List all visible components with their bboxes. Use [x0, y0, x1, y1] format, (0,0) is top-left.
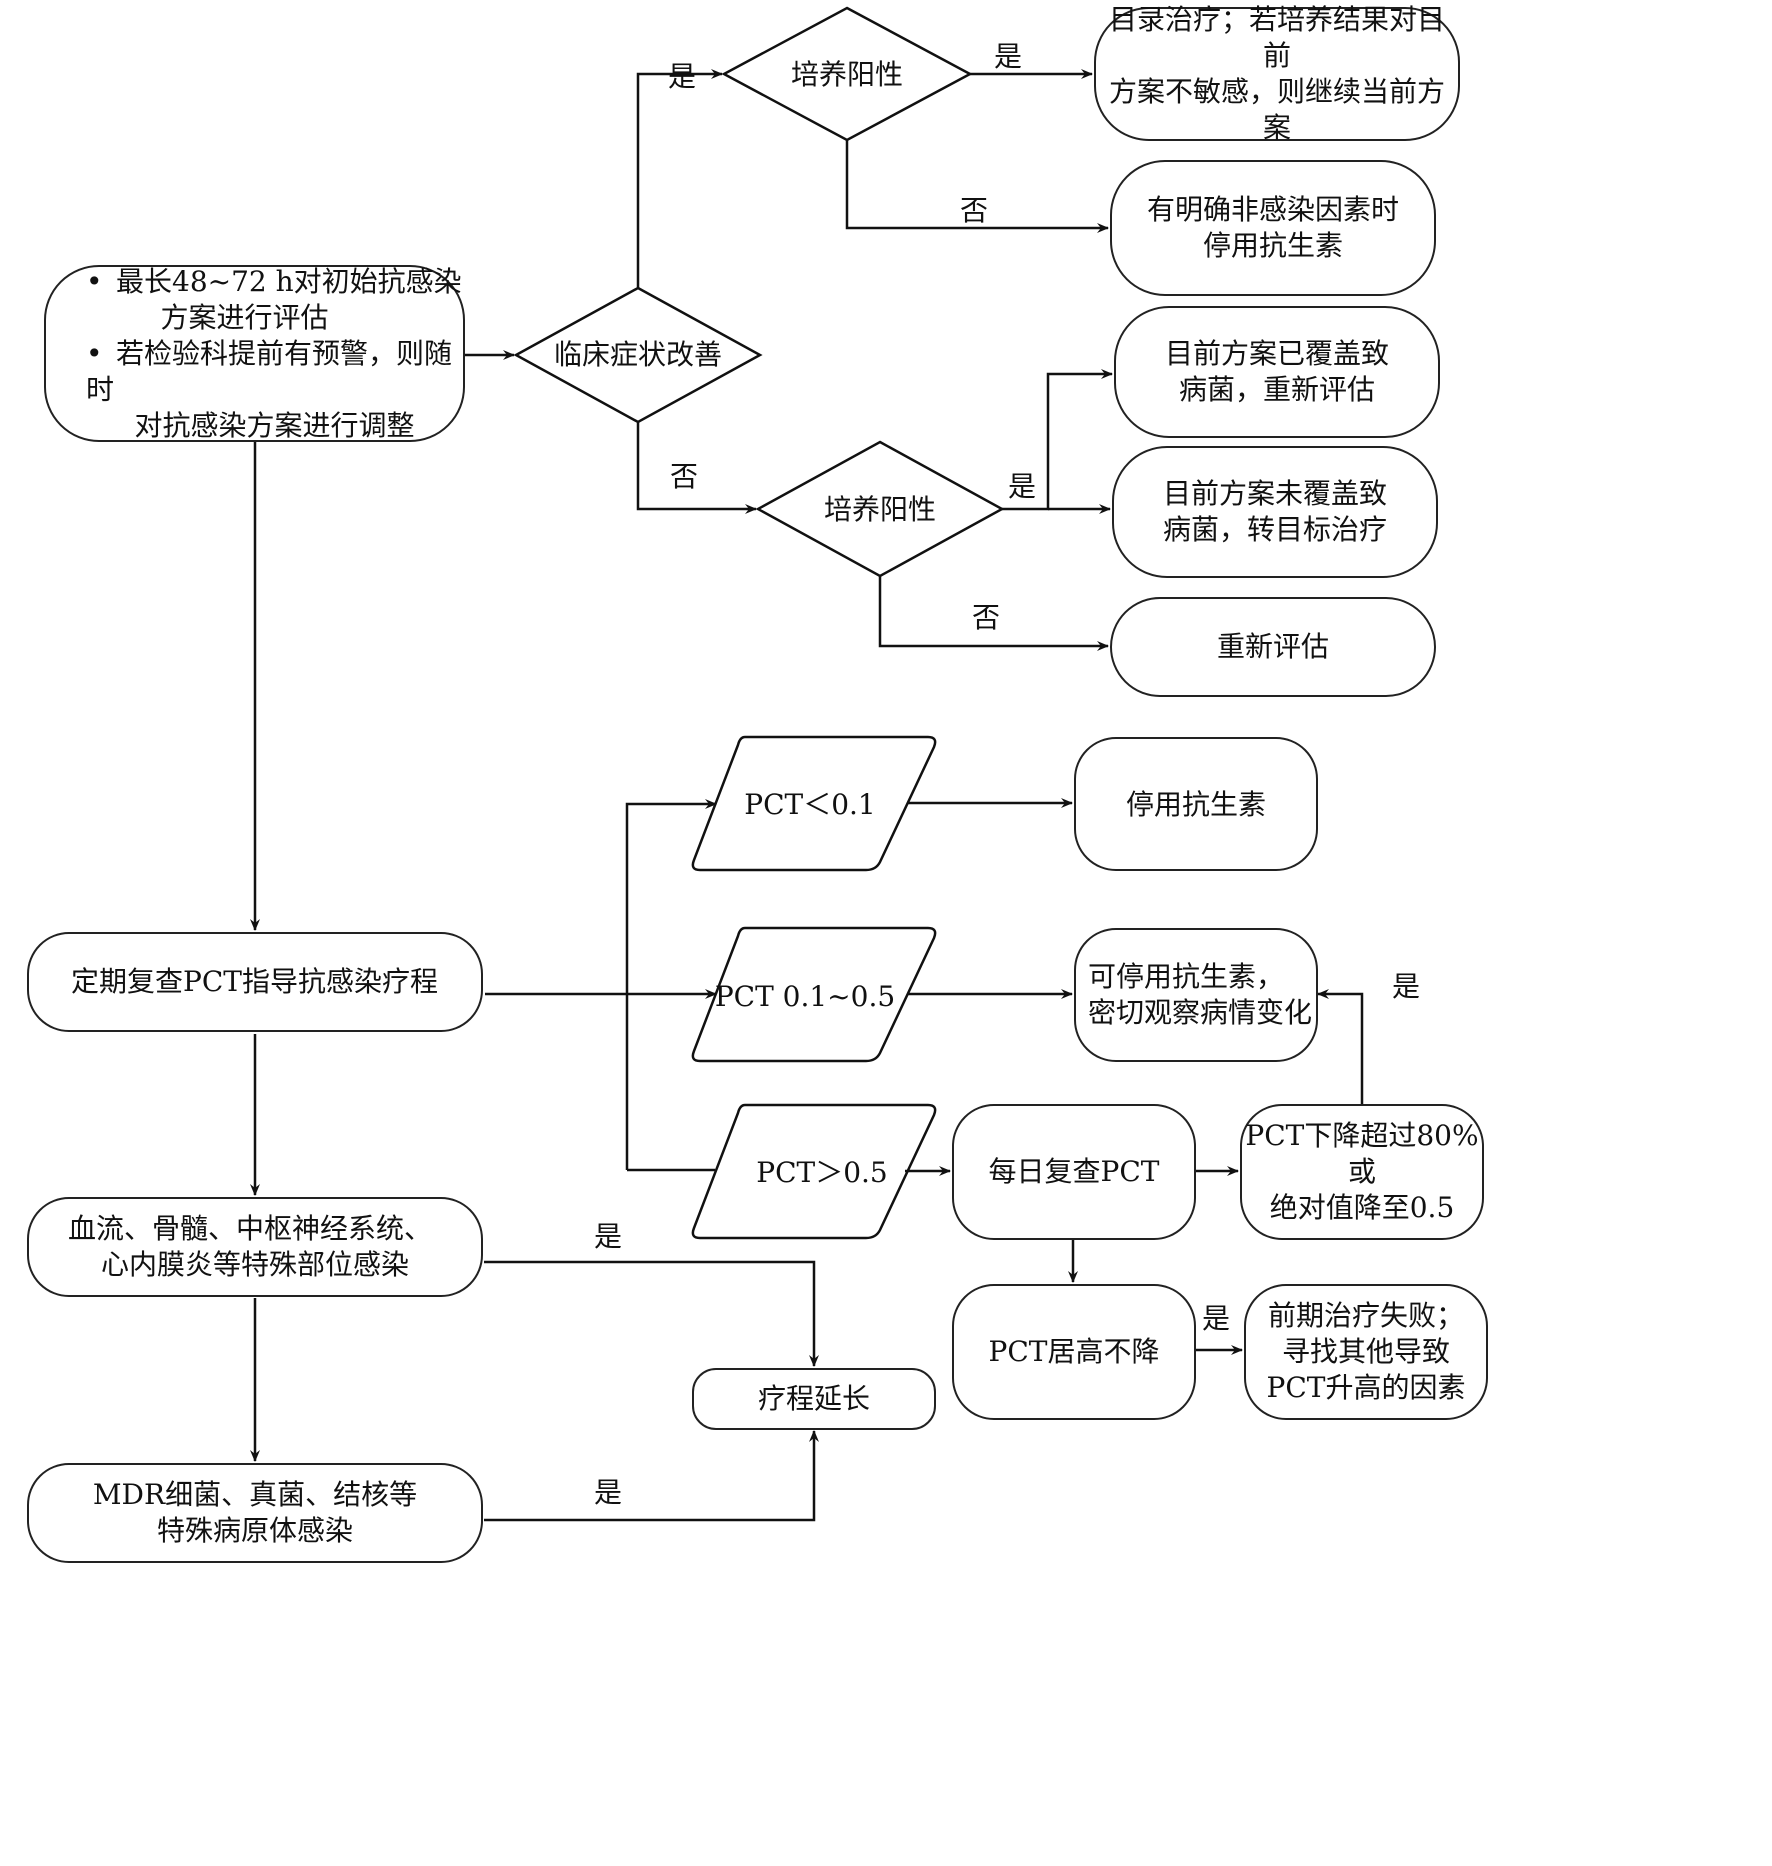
prolong-course-box: 疗程延长	[692, 1368, 936, 1430]
label-improved-yes: 是	[668, 60, 697, 93]
label-special-pathogen-yes: 是	[594, 1476, 623, 1509]
edge-branch-lt-01	[625, 799, 717, 1170]
targeted-treatment-box: 目录治疗；若培养结果对目前方案不敏感，则继续当前方案	[1094, 3, 1460, 144]
edge-special-site-yes	[484, 1260, 819, 1367]
stop-antibiotics-box: 停用抗生素	[1074, 737, 1318, 871]
label-improved-no: 否	[670, 460, 699, 493]
edge-culture-bottom-yes-covered	[1002, 369, 1113, 511]
decision-clinical-improved: 临床症状改善	[553, 338, 722, 371]
edge-drop-yes-to-may-stop	[1317, 989, 1364, 1104]
reassess-box: 重新评估	[1110, 597, 1436, 697]
pct-guide-box: 定期复查PCT指导抗感染疗程	[27, 932, 483, 1032]
edge-improved-yes	[636, 69, 723, 288]
label-drop-yes: 是	[1392, 970, 1421, 1003]
pct-gt-05-label: PCT＞0.5	[756, 1156, 888, 1189]
pct-lt-01-label: PCT＜0.1	[744, 788, 876, 821]
stop-non-infectious-box: 有明确非感染因素时停用抗生素	[1110, 160, 1436, 296]
not-covered-target-box: 目前方案未覆盖致病菌，转目标治疗	[1112, 446, 1438, 578]
decision-culture-positive-top: 培养阳性	[790, 58, 903, 91]
special-pathogen-box: MDR细菌、真菌、结核等特殊病原体感染	[27, 1463, 483, 1563]
label-high-yes: 是	[1202, 1302, 1231, 1335]
label-culture-top-no: 否	[960, 194, 989, 227]
pct-high-box: PCT居高不降	[952, 1284, 1196, 1420]
parallelogram-pct-01-05	[691, 926, 937, 1063]
edge-improved-no	[636, 422, 757, 514]
label-culture-top-yes: 是	[994, 40, 1023, 73]
bullet-item: •最长48~72 h对初始抗感染 方案进行评估	[86, 264, 462, 334]
pct-01-05-label: PCT 0.1~0.5	[714, 980, 896, 1013]
may-stop-box: 可停用抗生素，密切观察病情变化	[1074, 928, 1318, 1062]
daily-pct-box: 每日复查PCT	[952, 1104, 1196, 1240]
parallelogram-pct-gt-05	[691, 1103, 937, 1240]
special-site-box: 血流、骨髓、中枢神经系统、心内膜炎等特殊部位感染	[27, 1197, 483, 1297]
parallelogram-pct-lt-01	[691, 735, 937, 872]
edge-culture-top-no	[845, 140, 1109, 233]
label-special-site-yes: 是	[594, 1220, 623, 1253]
bullet-item: •若检验科提前有预警，则随时 对抗感染方案进行调整	[86, 336, 453, 442]
covered-reassess-box: 目前方案已覆盖致病菌，重新评估	[1114, 306, 1440, 438]
label-culture-bottom-yes: 是	[1008, 470, 1037, 503]
pct-drop-box: PCT下降超过80%或绝对值降至0.5	[1240, 1104, 1484, 1240]
edge-culture-bottom-no	[878, 576, 1109, 651]
decision-culture-positive-bottom: 培养阳性	[823, 493, 936, 526]
edge-special-pathogen-yes	[484, 1430, 819, 1522]
initial-evaluation-box: •最长48~72 h对初始抗感染 方案进行评估 •若检验科提前有预警，则随时 对…	[44, 265, 465, 442]
label-culture-bottom-no: 否	[972, 601, 1001, 634]
